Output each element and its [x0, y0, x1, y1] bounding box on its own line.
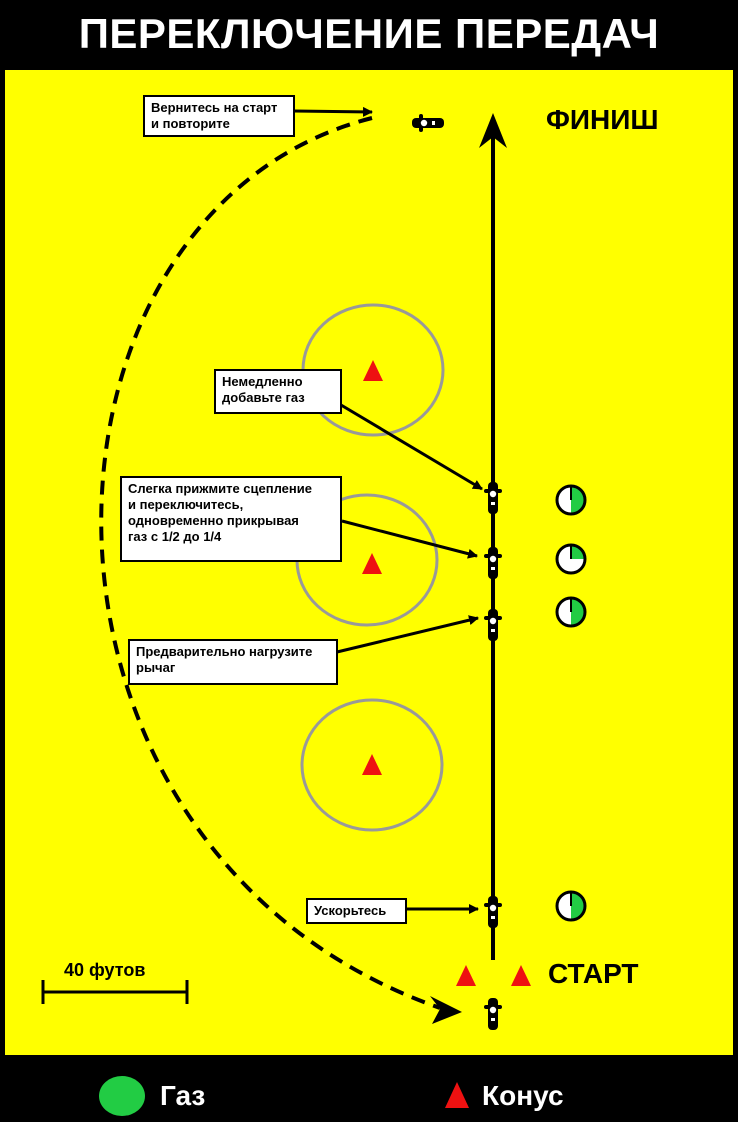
callout-arrow	[293, 106, 373, 117]
throttle-indicator-icon	[555, 596, 587, 628]
cone-marker	[362, 553, 382, 574]
callout-arrow	[336, 615, 479, 654]
callout-arrow	[340, 403, 483, 491]
cone-legend-icon	[445, 1082, 469, 1108]
finish-label: ФИНИШ	[546, 104, 659, 135]
motorcycle-icon	[484, 896, 502, 928]
throttle-indicator-icon	[555, 890, 587, 922]
legend: Газ Конус	[0, 1058, 738, 1122]
throttle-indicators	[555, 484, 587, 922]
cones	[362, 360, 531, 986]
throttle-indicator-icon	[555, 543, 587, 575]
shift-callout: Слегка прижмите сцепление и переключитес…	[120, 476, 342, 562]
throttle-indicator-icon	[555, 484, 587, 516]
cone-marker	[363, 360, 383, 381]
cone-marker	[362, 754, 382, 775]
cone-legend-label: Конус	[482, 1080, 564, 1111]
gas-legend-icon	[99, 1076, 145, 1116]
add-gas-callout: Немедленно добавьте газ	[214, 369, 342, 414]
preload-callout: Предварительно нагрузите рычаг	[128, 639, 338, 685]
callout-arrows	[293, 106, 483, 914]
scale-label: 40 футов	[64, 960, 146, 980]
return-callout: Вернитесь на старт и повторите	[143, 95, 295, 137]
motorcycle-icon	[484, 998, 502, 1030]
return-arrow-icon	[430, 996, 462, 1024]
motorcycle-icon	[484, 482, 502, 514]
accelerate-callout: Ускорьтесь	[306, 898, 407, 924]
gas-legend-label: Газ	[160, 1080, 206, 1111]
callout-arrow	[341, 519, 478, 559]
diagram-title: ПЕРЕКЛЮЧЕНИЕ ПЕРЕДАЧ	[78, 10, 660, 57]
start-label: СТАРТ	[548, 958, 639, 989]
motorcycle-icon	[484, 547, 502, 579]
cone-zone-circle	[300, 698, 444, 832]
start-cone-right	[511, 965, 531, 986]
motorcycle-icon	[484, 609, 502, 641]
start-cone-left	[456, 965, 476, 986]
motorcycle-icon-sideways	[412, 114, 444, 132]
scale-bar	[41, 980, 189, 1004]
return-path	[99, 116, 441, 1010]
finish-arrow-icon	[479, 113, 507, 148]
motorcycle-icons	[412, 114, 502, 1030]
